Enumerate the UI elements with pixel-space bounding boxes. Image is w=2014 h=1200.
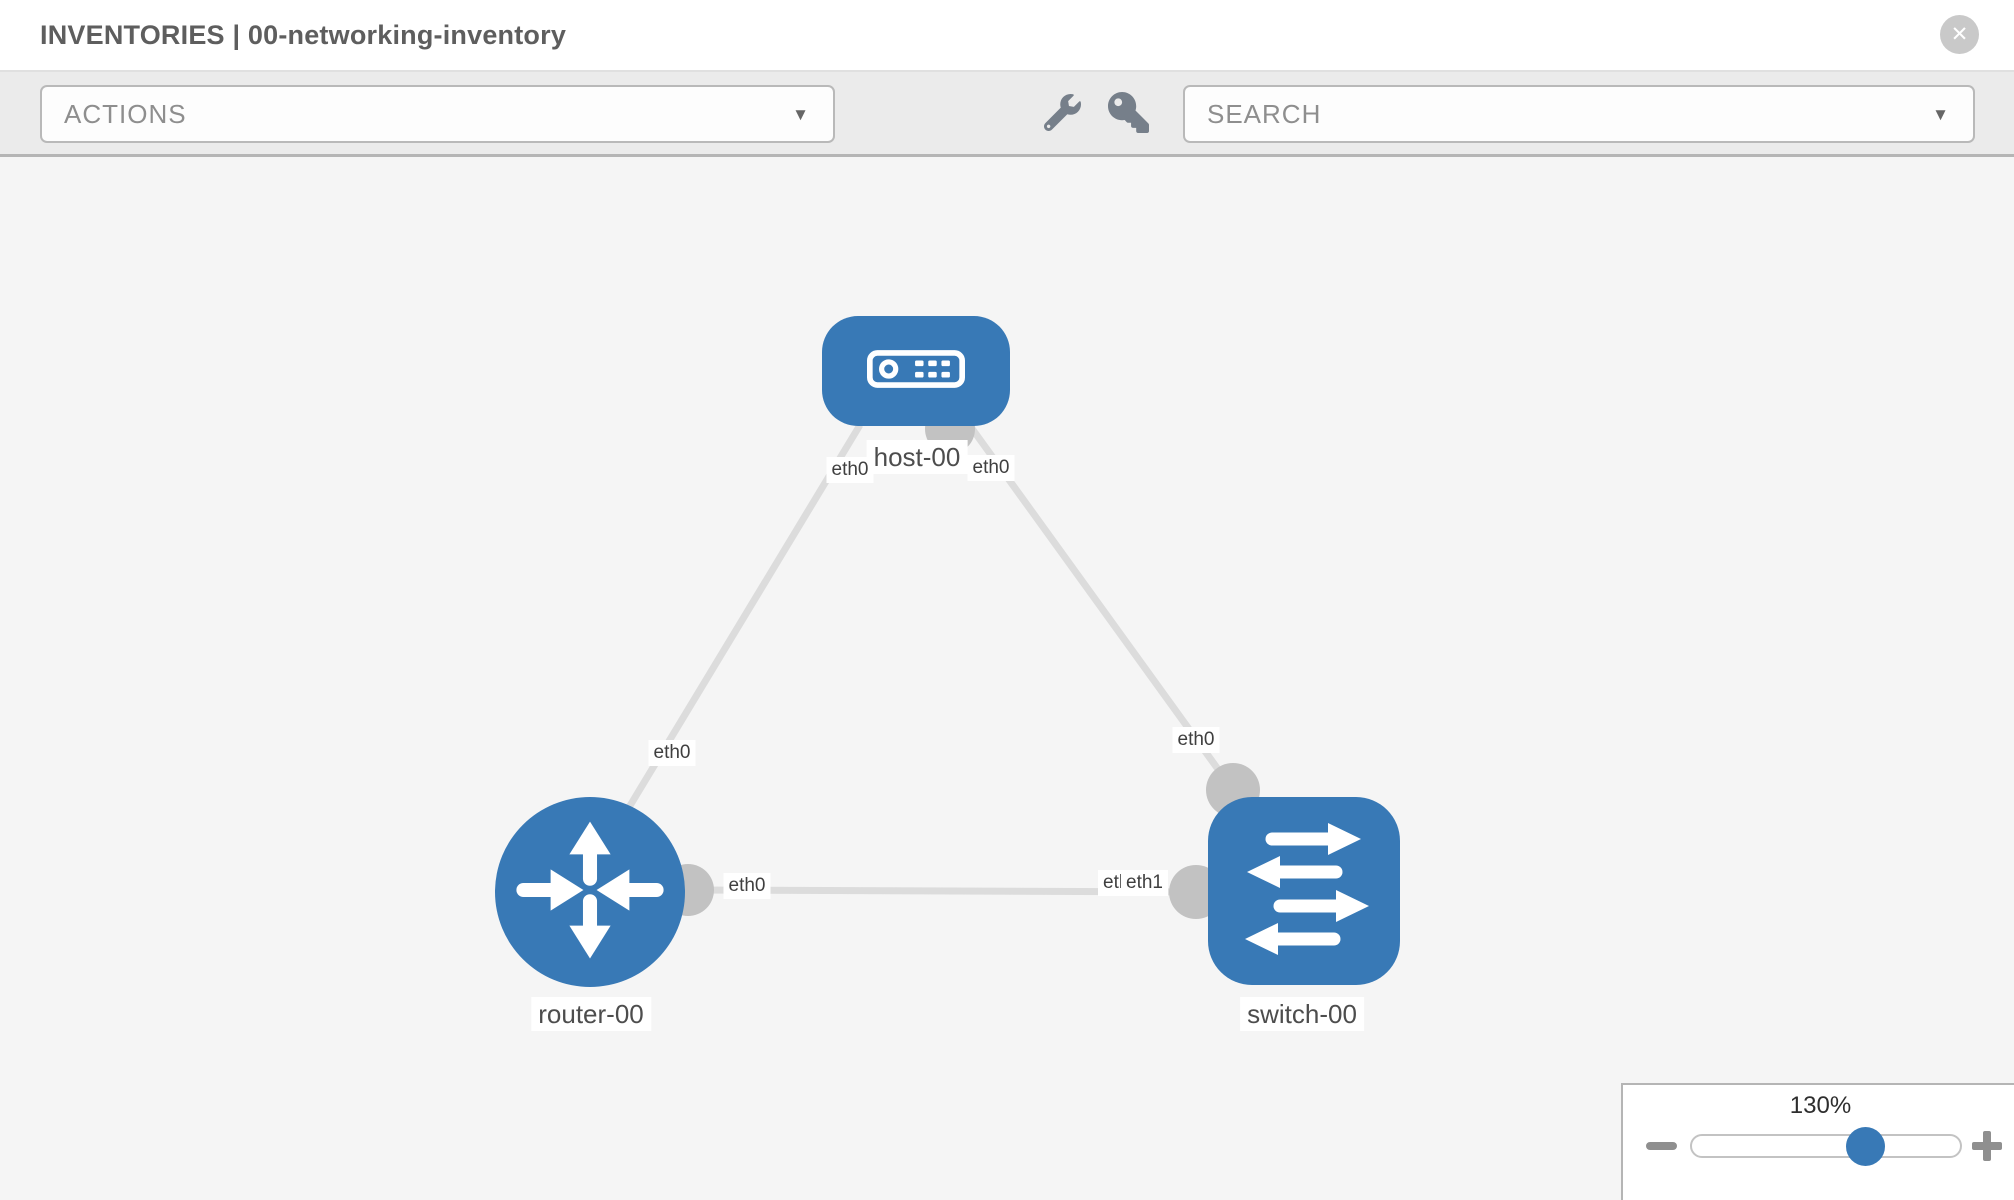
- credentials-button[interactable]: [1108, 92, 1149, 133]
- page-title: INVENTORIES | 00-networking-inventory: [40, 20, 567, 50]
- node-label-host-00: host-00: [866, 440, 968, 474]
- iface-label-host-switch-switch-end: eth0: [1172, 727, 1220, 753]
- wrench-icon: [1044, 94, 1081, 131]
- switch-device-icon: [1238, 822, 1370, 960]
- node-switch-00[interactable]: [1208, 797, 1400, 985]
- iface-label-host-router-router-end: eth0: [648, 740, 696, 766]
- close-button[interactable]: ✕: [1940, 15, 1979, 54]
- actions-dropdown-label: ACTIONS: [64, 99, 187, 129]
- node-label-switch-00: switch-00: [1240, 997, 1364, 1031]
- actions-dropdown[interactable]: ACTIONS ▼: [40, 85, 835, 143]
- links-layer: [625, 420, 1236, 896]
- configure-button[interactable]: [1044, 94, 1081, 131]
- iface-label-router-switch-router-end: eth0: [723, 873, 771, 899]
- iface-label-host-router-host-end: eth0: [826, 457, 874, 483]
- zoom-slider-thumb[interactable]: [1846, 1127, 1885, 1166]
- node-router-00[interactable]: [495, 797, 685, 987]
- chevron-down-icon: ▼: [1932, 105, 1949, 124]
- host-device-icon: [867, 349, 965, 393]
- router-device-icon: [515, 815, 665, 970]
- iface-label-router-switch-switch-end-front: eth1: [1121, 870, 1168, 896]
- header-bar: INVENTORIES | 00-networking-inventory ✕: [0, 0, 2014, 72]
- key-icon: [1108, 92, 1149, 133]
- zoom-in-icon[interactable]: [1972, 1131, 2002, 1161]
- zoom-control-panel: 130%: [1621, 1083, 2014, 1200]
- search-dropdown[interactable]: SEARCH ▼: [1183, 85, 1975, 143]
- node-host-00[interactable]: [822, 316, 1010, 426]
- zoom-out-icon[interactable]: [1646, 1142, 1677, 1150]
- close-icon: ✕: [1950, 23, 1969, 46]
- chevron-down-icon: ▼: [792, 105, 809, 124]
- topology-canvas[interactable]: host-00 router-00 switch-00 eth0 eth0 et…: [0, 157, 2014, 1200]
- zoom-slider-track[interactable]: [1690, 1134, 1962, 1158]
- iface-label-host-switch-host-end: eth0: [967, 455, 1015, 481]
- toolbar: ACTIONS ▼ SEARCH ▼: [0, 72, 2014, 157]
- zoom-level-value: 130%: [1789, 1092, 1852, 1119]
- search-dropdown-label: SEARCH: [1207, 99, 1322, 129]
- node-label-router-00: router-00: [531, 997, 651, 1031]
